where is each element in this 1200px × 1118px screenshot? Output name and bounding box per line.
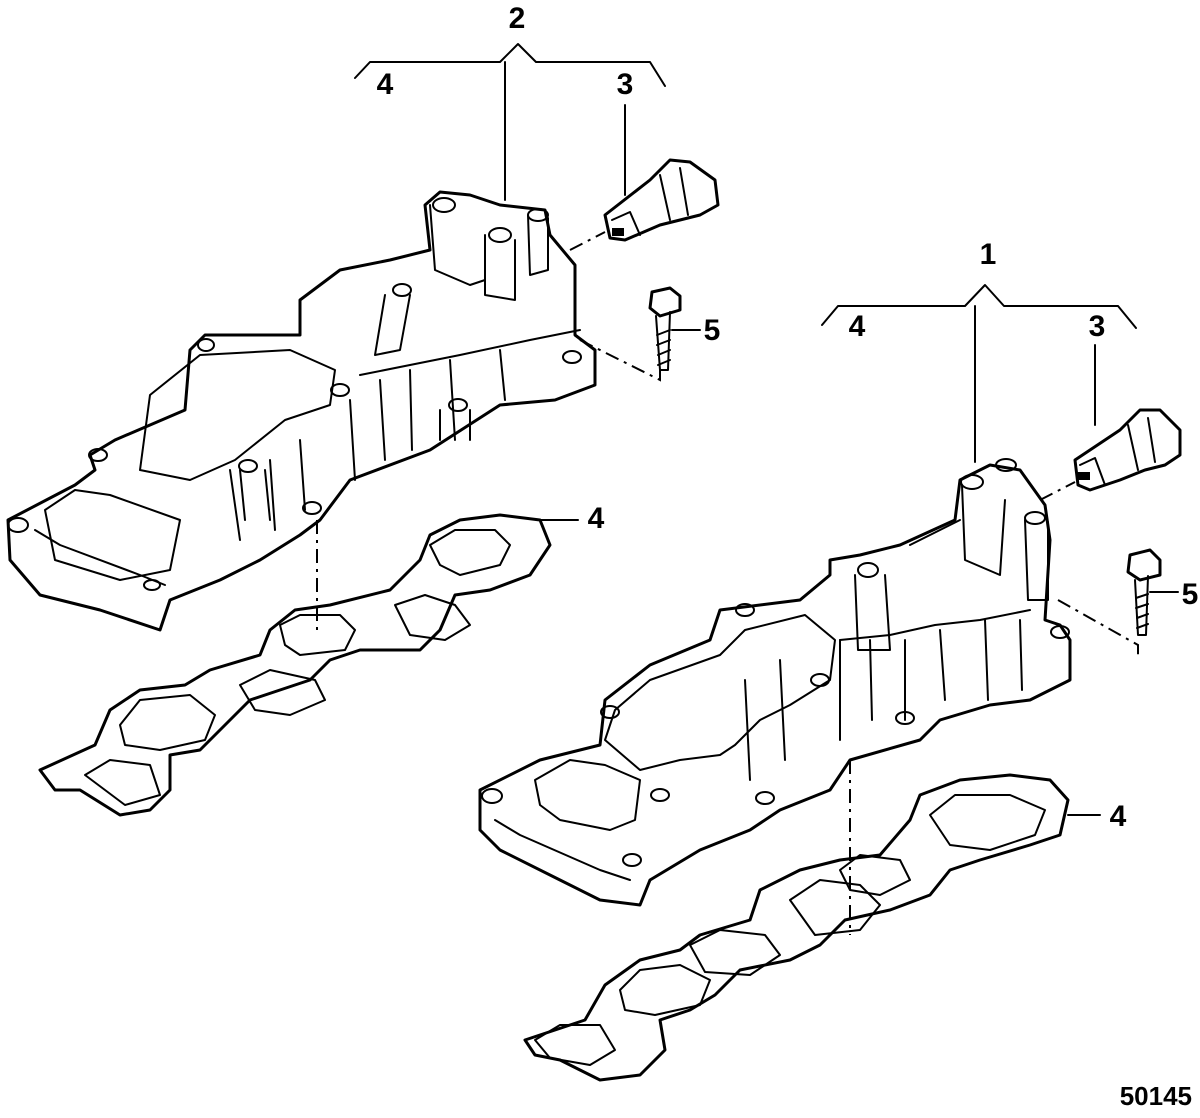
housing-post: [484, 234, 516, 301]
housing-side: [961, 484, 1006, 576]
right-assembly: [478, 284, 1182, 1082]
flange-face: [44, 489, 181, 581]
gasket-port: [394, 594, 471, 641]
centerline: [1039, 481, 1076, 501]
left-assembly: [6, 43, 720, 817]
gasket-port: [279, 614, 356, 656]
intake-manifold-right: [478, 463, 1072, 907]
figure-number: 50145: [1120, 1081, 1192, 1111]
stud: [439, 409, 471, 441]
gasket-right: [523, 773, 1070, 1082]
housing-side: [429, 204, 486, 286]
plenum-opening: [604, 614, 836, 771]
actuator-right: [1073, 408, 1182, 492]
gasket-port: [429, 529, 511, 576]
gasket-port: [119, 694, 216, 751]
left-bracket: [354, 43, 666, 87]
stud: [239, 469, 271, 521]
centerline: [579, 339, 661, 382]
runner-edges: [744, 619, 1023, 781]
right-bracket: [821, 284, 1137, 329]
gasket-port: [929, 794, 1046, 851]
bolt-bosses: [481, 458, 1070, 867]
tube-port: [374, 294, 411, 356]
gasket-left: [38, 513, 552, 817]
screw-right: [1126, 548, 1162, 636]
gasket-port: [239, 669, 326, 716]
gasket-port: [84, 759, 161, 806]
gasket-port: [619, 964, 711, 1016]
actuator-left: [603, 158, 720, 242]
flange-face: [534, 759, 641, 831]
edge-line: [494, 819, 631, 881]
centerline: [569, 231, 606, 251]
callout-right-gasket: 4: [1110, 800, 1127, 833]
callout-left-actuator: 3: [617, 68, 634, 101]
callout-right-actuator: 3: [1089, 310, 1106, 343]
callout-right-screw: 5: [1182, 578, 1199, 611]
centerline: [1057, 599, 1139, 655]
runner-top: [839, 609, 1031, 641]
runner-top: [359, 329, 581, 376]
gasket-port: [534, 1024, 616, 1066]
callout-left-gasket-top: 4: [377, 68, 394, 101]
callout-left-assembly: 2: [509, 2, 526, 35]
gasket-port: [689, 929, 781, 976]
callout-left-gasket: 4: [588, 502, 605, 535]
intake-manifold-left: [6, 190, 597, 632]
callout-left-screw: 5: [704, 314, 721, 347]
screw-left: [648, 286, 682, 371]
gasket-port: [789, 879, 881, 936]
callout-right-assembly: 1: [980, 238, 997, 271]
housing-post: [527, 214, 549, 276]
callout-right-gasket-top: 4: [849, 310, 866, 343]
runner-edges: [229, 349, 506, 541]
tube-port: [854, 574, 891, 651]
plenum-opening: [139, 349, 336, 481]
edge-line: [909, 519, 961, 546]
bolt-bosses: [7, 197, 582, 591]
housing-post: [1024, 519, 1049, 601]
